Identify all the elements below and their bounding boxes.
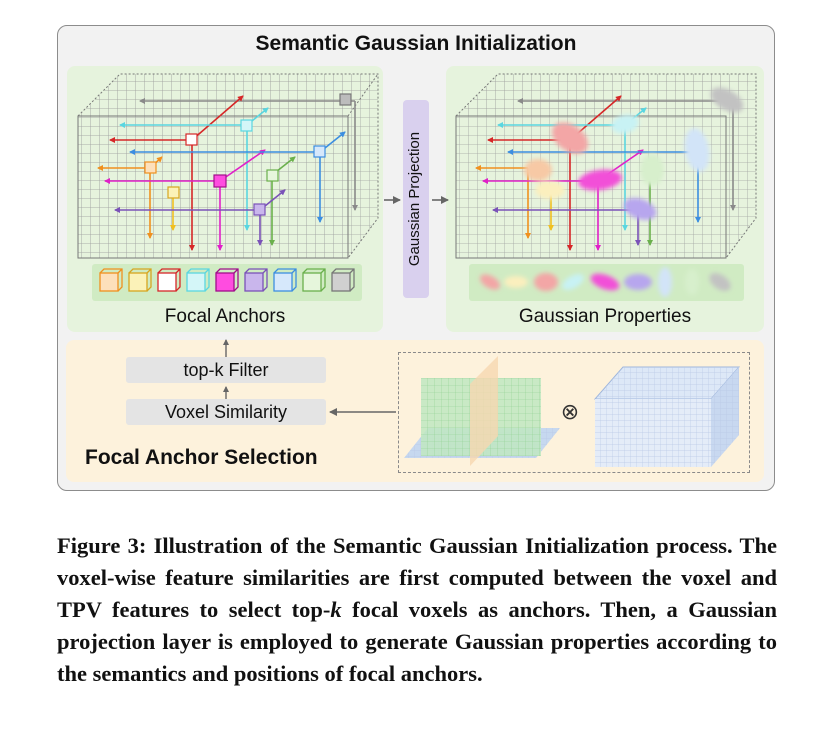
- tpv-planes: [404, 356, 560, 466]
- figure-caption: Figure 3: Illustration of the Semantic G…: [57, 530, 777, 690]
- topk-filter-box: top-k Filter: [126, 357, 326, 383]
- figure-title: Semantic Gaussian Initialization: [255, 32, 577, 55]
- gaussian-strip: [480, 267, 731, 297]
- gaussian-ellipsoids: [524, 87, 744, 221]
- focal-anchor-selection-title: Focal Anchor Selection: [85, 446, 318, 469]
- cube-strip: [99, 268, 355, 292]
- caption-suffix: focal voxels as anchors. Then, a Gaussia…: [57, 597, 777, 686]
- gaussian-projection-bar: [403, 100, 429, 298]
- voxel-feature-cube: [593, 366, 741, 467]
- right-voxel-grid: [455, 73, 757, 259]
- feature-dashed-box: [398, 352, 750, 473]
- caption-k: k: [330, 597, 342, 622]
- left-axis-arrows: [97, 95, 358, 251]
- caption-prefix: Figure 3: Illustration of the Semantic G…: [57, 533, 777, 622]
- voxel-similarity-box: Voxel Similarity: [126, 399, 326, 425]
- gaussian-properties-label: Gaussian Properties: [518, 306, 692, 327]
- left-anchor-cubes: [144, 93, 352, 216]
- tensor-product-symbol: ⊗: [561, 400, 579, 425]
- focal-anchors-label: Focal Anchors: [164, 306, 286, 327]
